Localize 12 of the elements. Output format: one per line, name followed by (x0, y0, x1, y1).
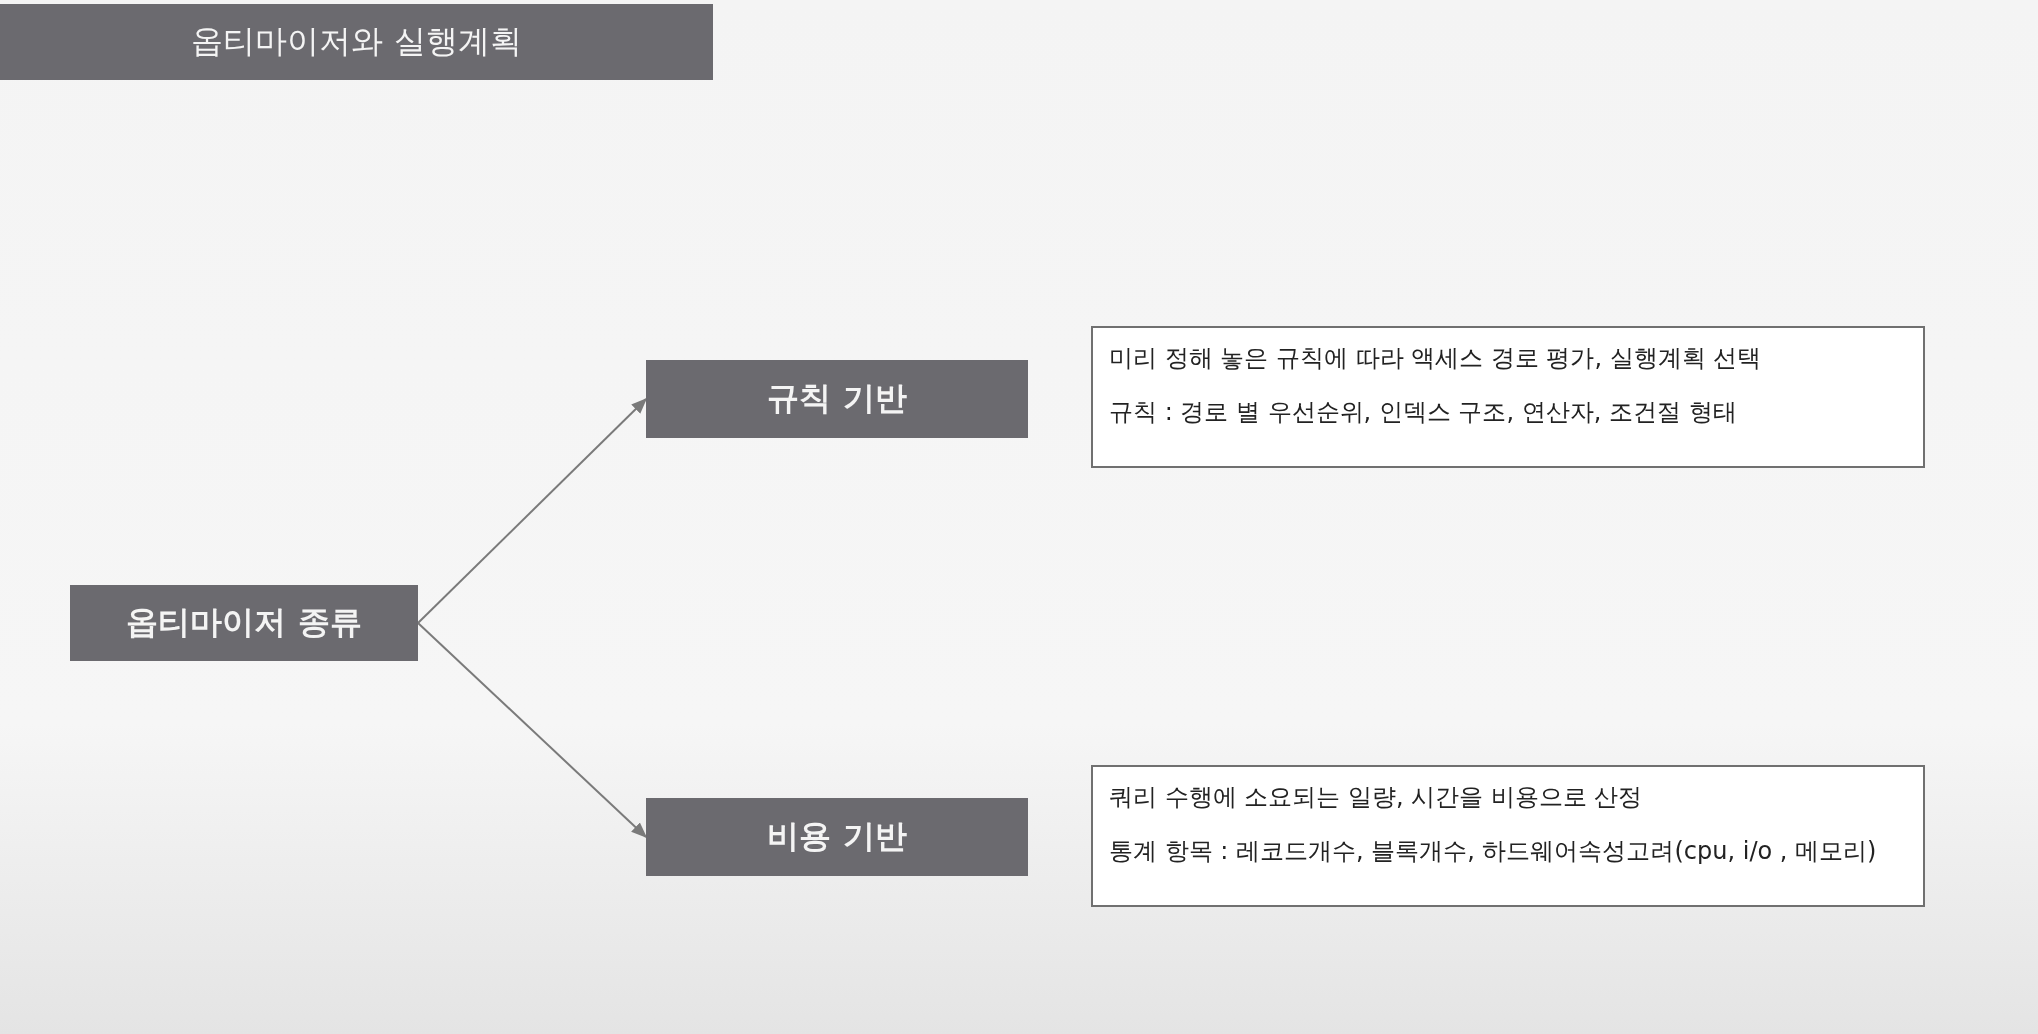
category-box: 규칙 기반 (646, 360, 1028, 438)
arrow (417, 622, 648, 839)
description-box (1091, 765, 1925, 907)
title-bar: 옵티마이저와 실행계획 (0, 4, 713, 80)
arrow (417, 397, 648, 624)
description-text: 쿼리 수행에 소요되는 일량, 시간을 비용으로 산정 (1109, 782, 1644, 813)
category-box: 옵티마이저 종류 (70, 585, 418, 661)
category-box: 비용 기반 (646, 798, 1028, 876)
description-box (1091, 326, 1925, 468)
description-text: 미리 정해 놓은 규칙에 따라 액세스 경로 평가, 실행계획 선택 (1109, 343, 1763, 374)
description-text: 규칙 : 경로 별 우선순위, 인덱스 구조, 연산자, 조건절 형태 (1109, 397, 1738, 428)
description-text: 통계 항목 : 레코드개수, 블록개수, 하드웨어속성고려(cpu, i/o , 메모리) (1109, 836, 1878, 867)
